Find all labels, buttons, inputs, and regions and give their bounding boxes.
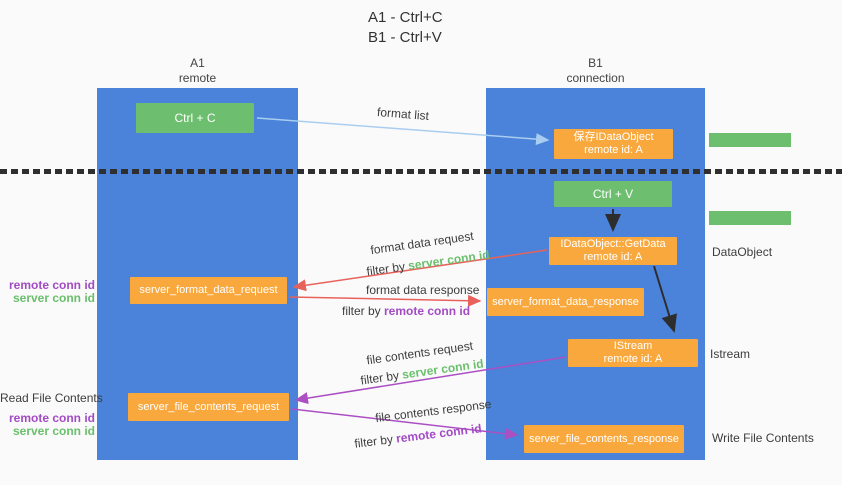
node-istream-line2: remote id: A bbox=[603, 353, 663, 365]
file-contents-request-arrow bbox=[294, 356, 567, 405]
lane-a1-header: A1 remote bbox=[97, 56, 298, 86]
format-data-response-label: format data response bbox=[366, 283, 480, 297]
file-contents-response-arrow bbox=[291, 408, 519, 440]
node-save-idataobject-line1: 保存IDataObject bbox=[573, 131, 654, 143]
annotation-write-file-contents: Write File Contents bbox=[712, 431, 814, 445]
diagram-title: A1 - Ctrl+C B1 - Ctrl+V bbox=[368, 8, 443, 48]
node-istream-line1: IStream bbox=[613, 340, 653, 352]
node-server-format-data-response: server_format_data_response bbox=[487, 288, 644, 316]
annotation-istream: Istream bbox=[710, 347, 751, 361]
annotation-remote-conn-id-1: remote conn id bbox=[8, 278, 95, 292]
annotation-server-conn-id-2: server conn id bbox=[12, 424, 95, 438]
format-list-arrow bbox=[256, 117, 550, 146]
lane-a1-name: A1 bbox=[190, 56, 205, 70]
node-ctrl-v-label: Ctrl + V bbox=[592, 186, 634, 201]
annotation-server-conn-id-mid: server conn id bbox=[709, 211, 792, 225]
node-server-file-contents-response-label: server_file_contents_response bbox=[529, 432, 679, 445]
node-ctrl-c: Ctrl + C bbox=[136, 103, 254, 133]
format-data-request-arrow bbox=[292, 249, 548, 292]
node-server-format-data-request-label: server_format_data_request bbox=[139, 284, 278, 296]
node-ctrl-v: Ctrl + V bbox=[554, 181, 672, 207]
annotation-remote-conn-id-2: remote conn id bbox=[8, 411, 95, 425]
annotation-dataobject: DataObject bbox=[712, 245, 773, 259]
node-server-format-data-request: server_format_data_request bbox=[130, 277, 287, 304]
node-save-idataobject-line2: remote id: A bbox=[584, 144, 643, 156]
node-idataobject-getdata-line2: remote id: A bbox=[583, 251, 643, 263]
annotation-read-file-contents: Read File Contents bbox=[0, 391, 103, 405]
remote-conn-id-highlight: remote conn id bbox=[384, 304, 471, 318]
node-idataobject-getdata-line1: IDataObject::GetData bbox=[560, 238, 666, 250]
lane-b1-name: B1 bbox=[588, 56, 603, 70]
node-idataobject-getdata: IDataObject::GetData remote id: A bbox=[549, 237, 677, 265]
format-data-response-filter-label: filter by remote conn id bbox=[342, 304, 470, 318]
node-server-format-data-response-label: server_format_data_response bbox=[492, 295, 639, 308]
node-ctrl-c-label: Ctrl + C bbox=[174, 110, 216, 125]
node-istream: IStream remote id: A bbox=[568, 339, 698, 367]
filter-by-text: filter by bbox=[342, 304, 385, 318]
getdata-to-istream-arrow bbox=[653, 265, 677, 333]
annotation-server-conn-id-top: server conn id bbox=[709, 133, 792, 147]
annotation-server-conn-id-1: server conn id bbox=[12, 291, 95, 305]
lane-b1-header: B1 connection bbox=[486, 56, 705, 86]
node-server-file-contents-response: server_file_contents_response bbox=[524, 425, 684, 453]
title-line-1: A1 - Ctrl+C bbox=[368, 9, 443, 26]
lane-b1-role: connection bbox=[566, 71, 625, 85]
session-divider-dotted-line bbox=[0, 169, 842, 174]
format-data-response-arrow bbox=[289, 294, 482, 307]
node-save-idataobject: 保存IDataObject remote id: A bbox=[554, 129, 673, 159]
lane-a1-role: remote bbox=[178, 71, 217, 85]
node-server-file-contents-request-label: server_file_contents_request bbox=[137, 400, 280, 413]
title-line-2: B1 - Ctrl+V bbox=[368, 29, 442, 46]
node-server-file-contents-request: server_file_contents_request bbox=[128, 393, 289, 421]
